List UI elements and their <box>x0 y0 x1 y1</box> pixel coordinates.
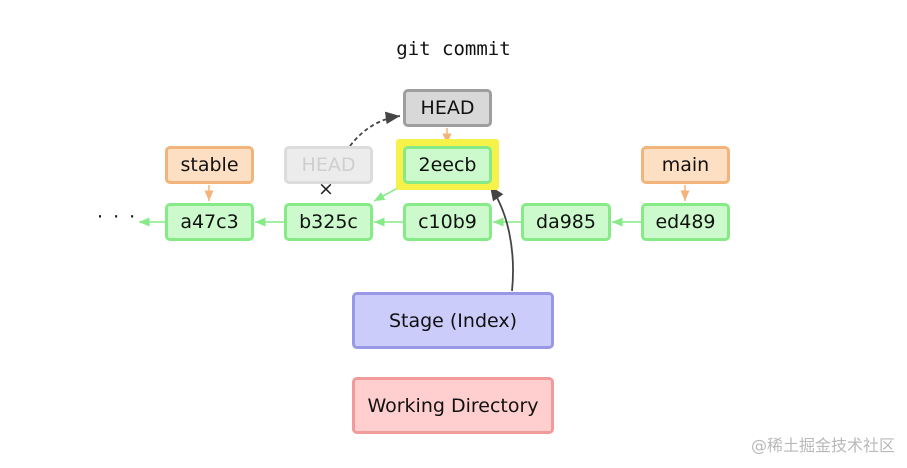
commit-label: da985 <box>536 211 596 233</box>
stage-index-box: Stage (Index) <box>352 292 554 349</box>
commit-c10b9: c10b9 <box>403 203 492 241</box>
commit-ed489: ed489 <box>641 203 730 241</box>
head-label: HEAD <box>420 97 475 119</box>
commit-2eecb: 2eecb <box>403 146 492 184</box>
commit-label: b325c <box>299 211 358 233</box>
commit-label: 2eecb <box>418 154 477 176</box>
commit-da985: da985 <box>521 203 611 241</box>
commit-label: c10b9 <box>418 211 477 233</box>
head-move-arrow <box>349 111 401 147</box>
head-previous: HEAD <box>284 146 373 184</box>
history-ellipsis: · · · <box>97 206 138 228</box>
working-directory-label: Working Directory <box>367 394 539 417</box>
head-current: HEAD <box>403 89 492 127</box>
branch-stable: stable <box>165 146 254 184</box>
branch-label: main <box>661 154 710 176</box>
removed-pointer-mark: × <box>318 178 334 200</box>
watermark: @稀土掘金技术社区 <box>750 436 895 455</box>
stage-label: Stage (Index) <box>388 309 518 332</box>
commit-a47c3: a47c3 <box>165 203 254 241</box>
commit-label: ed489 <box>655 211 716 233</box>
stage-to-commit-arrow <box>489 185 514 292</box>
commit-b325c: b325c <box>284 203 373 241</box>
diagram-title: git commit <box>396 38 511 60</box>
branch-label: stable <box>180 154 239 176</box>
branch-main: main <box>641 146 730 184</box>
working-directory-box: Working Directory <box>352 377 554 434</box>
commit-label: a47c3 <box>180 211 239 233</box>
head-label: HEAD <box>301 154 356 176</box>
